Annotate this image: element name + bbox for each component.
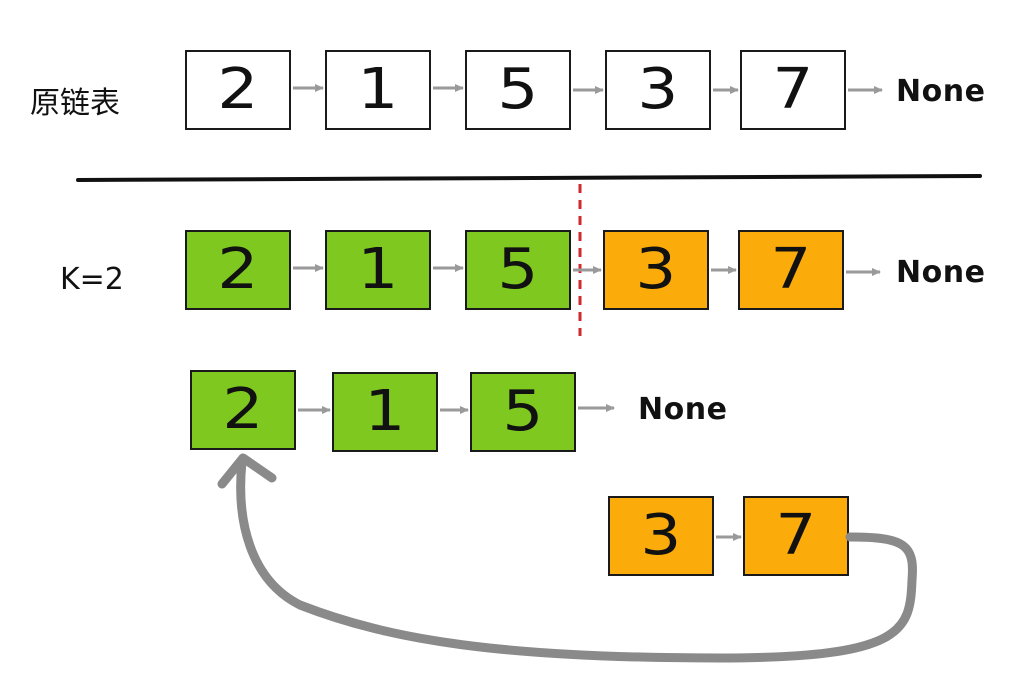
node-value: 2 — [222, 377, 264, 442]
k-label: K=2 — [60, 262, 124, 297]
loop-arrowhead-icon — [217, 453, 277, 489]
node-head-0: 2 — [190, 370, 296, 450]
node-value: 3 — [640, 503, 682, 568]
none-label-original: None — [896, 74, 986, 109]
node-value: 7 — [775, 503, 817, 568]
none-label-head: None — [638, 392, 728, 427]
node-value: 7 — [770, 237, 812, 302]
divider-line — [76, 174, 982, 182]
node-value: 7 — [772, 57, 814, 122]
node-split-2: 5 — [465, 230, 571, 310]
node-tail-1: 7 — [743, 496, 849, 576]
node-split-0: 2 — [185, 230, 291, 310]
node-split-3: 3 — [603, 230, 709, 310]
node-original-0: 2 — [185, 50, 291, 130]
node-value: 5 — [502, 379, 544, 444]
node-value: 2 — [217, 237, 259, 302]
node-split-1: 1 — [325, 230, 431, 310]
node-tail-0: 3 — [608, 496, 714, 576]
node-original-2: 5 — [465, 50, 571, 130]
node-value: 3 — [637, 57, 679, 122]
node-split-4: 7 — [738, 230, 844, 310]
loop-arrow — [236, 457, 917, 663]
node-head-1: 1 — [332, 372, 438, 452]
node-head-2: 5 — [470, 372, 576, 452]
node-value: 3 — [635, 237, 677, 302]
original-list-label: 原链表 — [30, 86, 120, 121]
node-value: 1 — [357, 237, 399, 302]
node-original-4: 7 — [740, 50, 846, 130]
node-value: 1 — [364, 379, 406, 444]
node-value: 5 — [497, 57, 539, 122]
node-value: 2 — [217, 57, 259, 122]
node-value: 1 — [357, 57, 399, 122]
node-value: 5 — [497, 237, 539, 302]
node-original-1: 1 — [325, 50, 431, 130]
node-original-3: 3 — [605, 50, 711, 130]
none-label-split: None — [896, 255, 986, 290]
